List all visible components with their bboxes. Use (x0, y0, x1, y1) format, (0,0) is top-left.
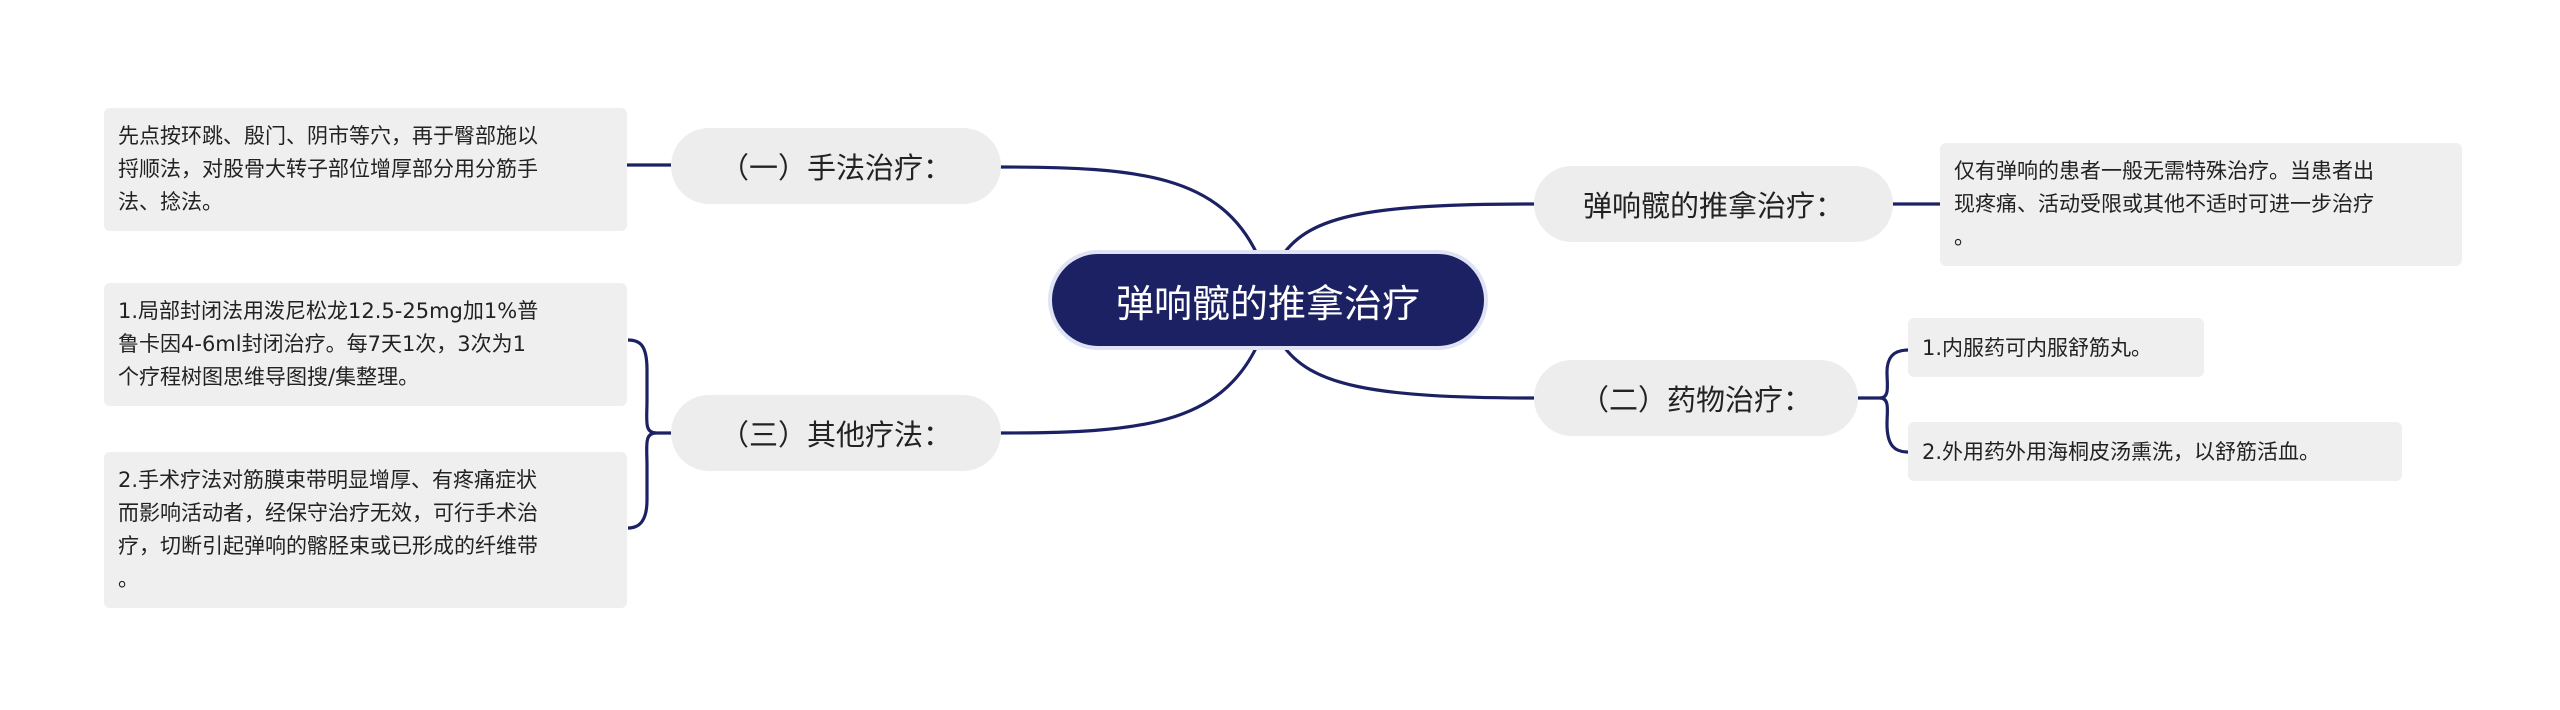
leaf-line: 捋顺法，对股骨大转子部位增厚部分用分筋手 (118, 157, 538, 181)
leaf-line: 2.外用药外用海桐皮汤熏洗，以舒筋活血。 (1922, 440, 2321, 464)
root-label: 弹响髋的推拿治疗 (1115, 281, 1420, 326)
connector-drug-leaves (1858, 348, 1909, 400)
leaf-line: 先点按环跳、殷门、阴市等穴，再于臀部施以 (118, 124, 538, 148)
leaf-line: 。 (1954, 225, 1975, 249)
leaf-line: 仅有弹响的患者一般无需特殊治疗。当患者出 (1954, 159, 2374, 183)
leaf-line: 。 (118, 567, 139, 591)
connector-root-tuina (1280, 202, 1535, 257)
leaf-tuina-note[interactable]: 仅有弹响的患者一般无需特殊治疗。当患者出 现疼痛、活动受限或其他不适时可进一步治… (1940, 143, 2462, 266)
branch-label: 弹响髋的推拿治疗： (1582, 189, 1844, 223)
root-node[interactable]: 弹响髋的推拿治疗 (1048, 250, 1488, 350)
leaf-line: 鲁卡因4-6ml封闭治疗。每7天1次，3次为1 (118, 332, 527, 356)
branch-drug-therapy[interactable]: （二）药物治疗： (1534, 360, 1858, 436)
branch-manual-therapy[interactable]: （一）手法治疗： (671, 128, 1001, 204)
leaf-manual-method[interactable]: 先点按环跳、殷门、阴市等穴，再于臀部施以 捋顺法，对股骨大转子部位增厚部分用分筋… (104, 108, 627, 231)
leaf-external-drug[interactable]: 2.外用药外用海桐皮汤熏洗，以舒筋活血。 (1908, 422, 2402, 481)
connector-root-other (999, 343, 1260, 435)
leaf-line: 法、捻法。 (118, 190, 223, 214)
leaf-line: 现疼痛、活动受限或其他不适时可进一步治疗 (1954, 192, 2374, 216)
leaf-oral-drug[interactable]: 1.内服药可内服舒筋丸。 (1908, 318, 2204, 377)
leaf-line: 2.手术疗法对筋膜束带明显增厚、有疼痛症状 (118, 468, 538, 492)
leaf-line: 1.内服药可内服舒筋丸。 (1922, 336, 2153, 360)
connector-other-leaves (627, 338, 671, 435)
branch-label: （三）其他疗法： (719, 418, 952, 452)
connector-root-drug (1280, 343, 1535, 400)
leaf-line: 1.局部封闭法用泼尼松龙12.5-25mg加1%普 (118, 299, 539, 323)
branch-label: （一）手法治疗： (719, 151, 952, 185)
leaf-line: 个疗程树图思维导图搜/集整理。 (118, 365, 420, 389)
branch-other-therapy[interactable]: （三）其他疗法： (671, 395, 1001, 471)
leaf-surgery[interactable]: 2.手术疗法对筋膜束带明显增厚、有疼痛症状 而影响活动者，经保守治疗无效，可行手… (104, 452, 627, 608)
connector-root-manual (999, 165, 1260, 257)
branch-tuina-treatment[interactable]: 弹响髋的推拿治疗： (1534, 166, 1893, 242)
leaf-line: 疗，切断引起弹响的髂胫束或已形成的纤维带 (118, 534, 538, 558)
leaf-local-block[interactable]: 1.局部封闭法用泼尼松龙12.5-25mg加1%普 鲁卡因4-6ml封闭治疗。每… (104, 283, 627, 406)
leaf-line: 而影响活动者，经保守治疗无效，可行手术治 (118, 501, 538, 525)
branch-label: （二）药物治疗： (1579, 383, 1812, 417)
